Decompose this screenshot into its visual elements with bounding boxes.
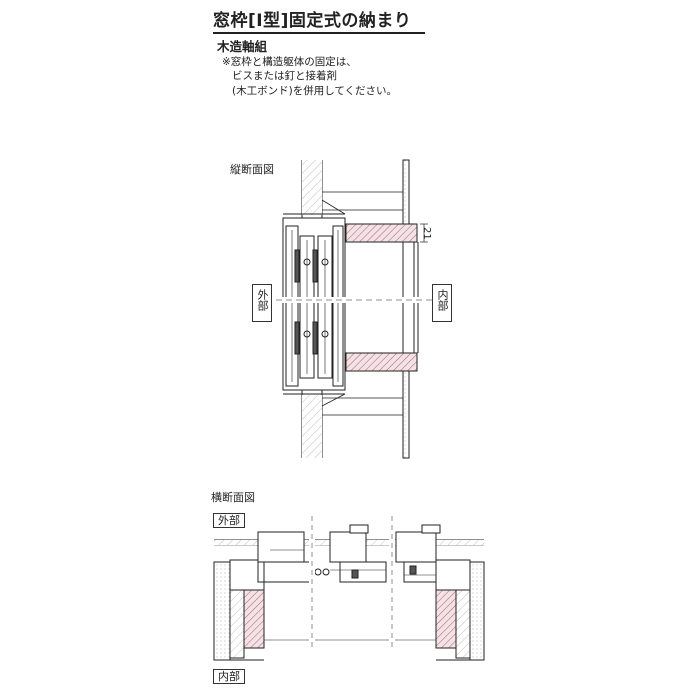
horizontal-section-label: 横断面図 bbox=[211, 491, 255, 504]
vertical-section-drawing bbox=[250, 159, 460, 459]
vertical-inside-text: 内部 bbox=[436, 289, 449, 311]
lower-window-frame bbox=[345, 352, 418, 372]
dimension-21: 21 bbox=[421, 227, 432, 240]
right-jamb bbox=[435, 559, 485, 661]
sash-assembly bbox=[282, 199, 346, 407]
note-line-2: ビスまたは釘と接着剤 bbox=[232, 70, 337, 82]
interior-wall bbox=[402, 159, 410, 459]
horizontal-section-drawing bbox=[213, 516, 485, 661]
left-jamb bbox=[213, 559, 265, 661]
note-line-1: ※窓枠と構造躯体の固定は、 bbox=[222, 56, 357, 68]
vertical-outside-text: 外部 bbox=[256, 289, 269, 311]
title-underline bbox=[213, 32, 425, 34]
vertical-inside-label: 内部 bbox=[432, 284, 452, 322]
vertical-outside-label: 外部 bbox=[252, 284, 272, 322]
vertical-section-label: 縦断面図 bbox=[230, 163, 274, 176]
page-subtitle: 木造軸組 bbox=[217, 39, 268, 54]
horizontal-inside-label: 内部 bbox=[213, 669, 245, 684]
upper-window-frame bbox=[345, 223, 418, 243]
note-line-3: (木工ボンド)を併用してください。 bbox=[232, 85, 398, 97]
horizontal-sash bbox=[257, 524, 441, 583]
page-title: 窓枠[I型]固定式の納まり bbox=[213, 11, 412, 31]
horizontal-outside-label: 外部 bbox=[213, 513, 245, 528]
